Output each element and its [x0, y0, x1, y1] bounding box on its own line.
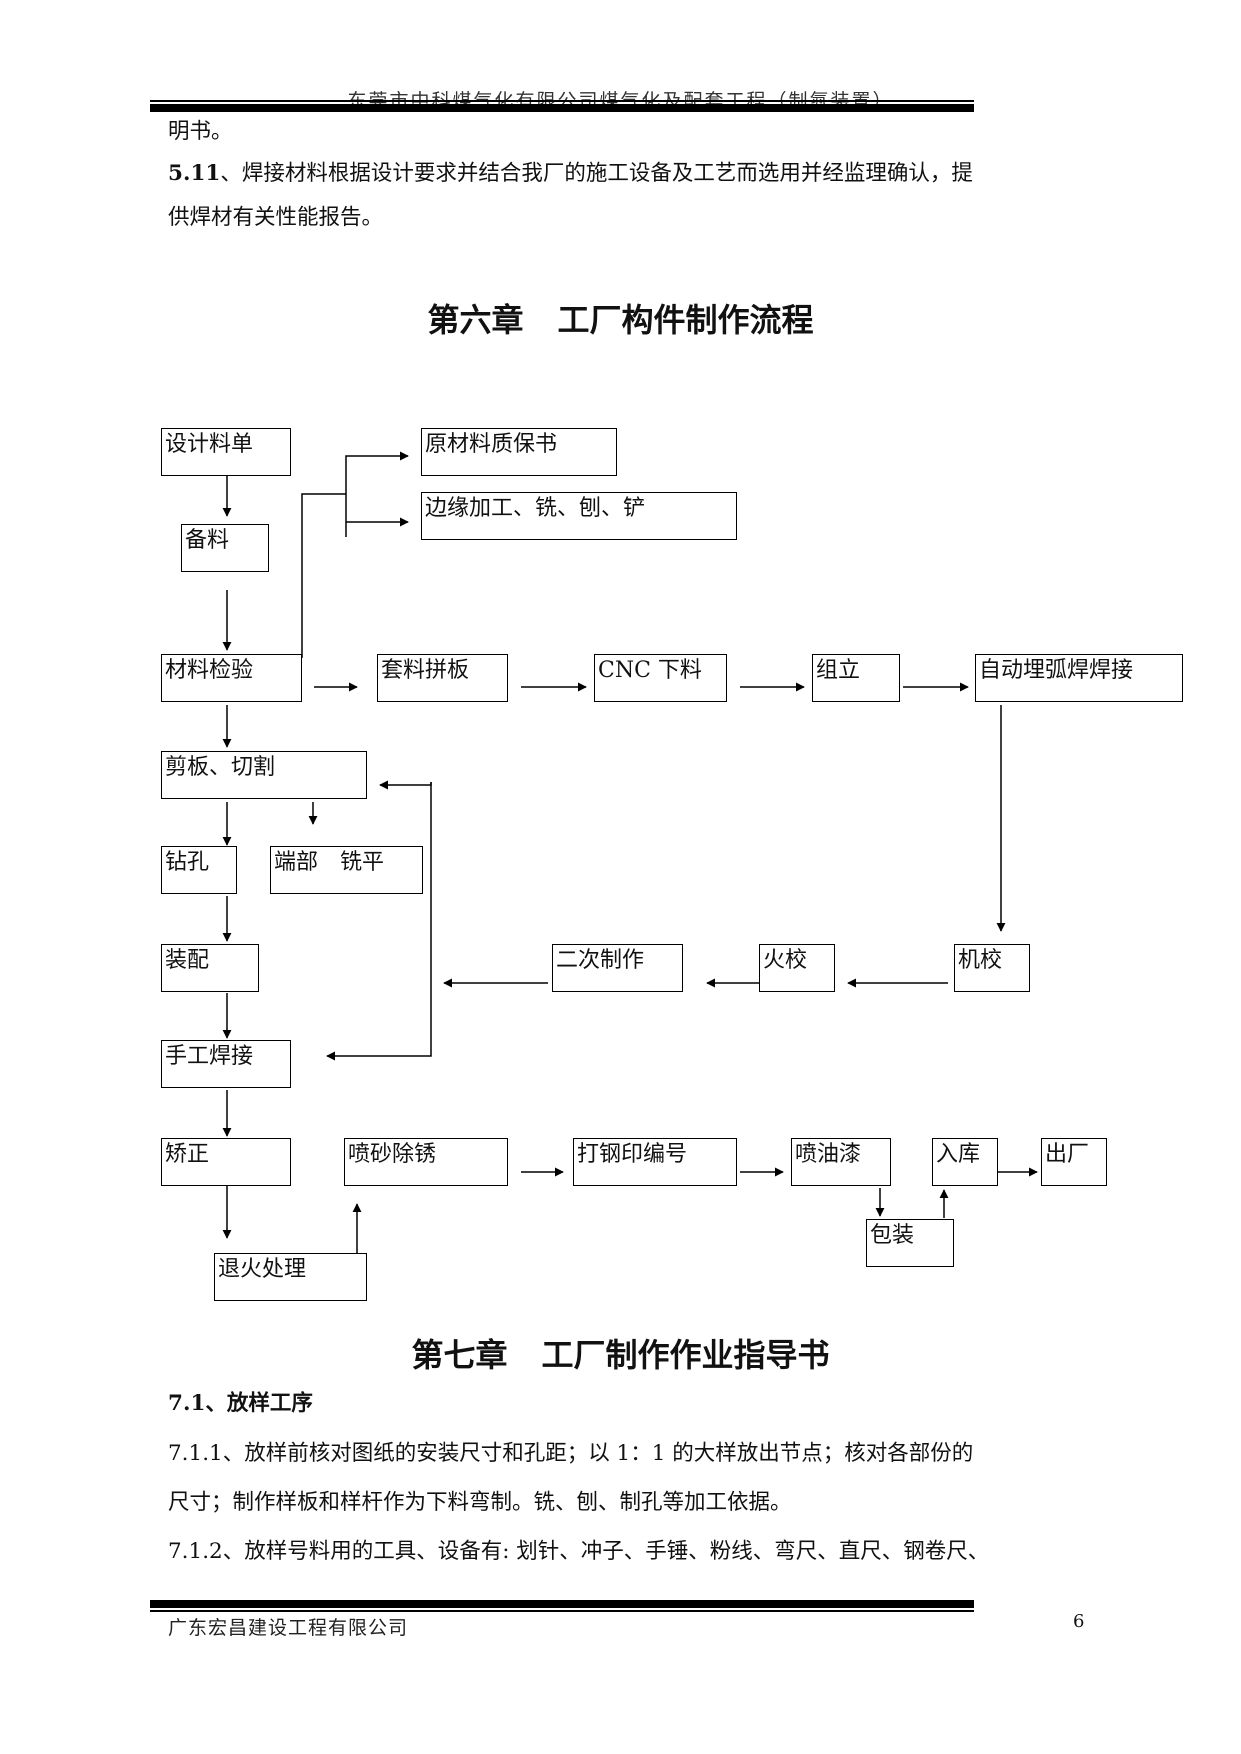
header-rule-thick: [150, 104, 974, 112]
footer-company: 广东宏昌建设工程有限公司: [168, 1617, 409, 1639]
footer-rule-thick: [150, 1600, 974, 1608]
paragraph-7-1-1: 7.1.1、放样前核对图纸的安装尺寸和孔距；以 1：1 的大样放出节点；核对各部…: [168, 1441, 974, 1466]
chapter-number: 第六章: [427, 301, 524, 339]
step-nesting: 套料拼板: [377, 654, 508, 702]
step-material-prep: 备料: [181, 524, 269, 572]
step-dispatch: 出厂: [1041, 1138, 1107, 1186]
paragraph-5-11-cont: 供焊材有关性能报告。: [168, 205, 384, 230]
step-assembly-up: 组立: [812, 654, 900, 702]
section-7-1-heading: 7.1、放样工序: [168, 1391, 313, 1416]
step-warehouse: 入库: [932, 1138, 998, 1186]
paragraph-text: 、焊接材料根据设计要求并结合我厂的施工设备及工艺而选用并经监理确认，提: [220, 161, 973, 186]
page-number: 6: [1073, 1611, 1085, 1632]
header-rule-thin: [150, 100, 974, 102]
paragraph-7-1-2: 7.1.2、放样号料用的工具、设备有: 划针、冲子、手锤、粉线、弯尺、直尺、钢卷…: [168, 1539, 990, 1564]
paragraph-number: 5.11: [168, 161, 221, 186]
step-end-milling: 端部 铣平: [270, 846, 423, 894]
step-stamp-numbering: 打钢印编号: [573, 1138, 737, 1186]
step-fitting: 装配: [161, 944, 259, 992]
step-correction: 矫正: [161, 1138, 291, 1186]
paragraph-7-1-1-cont: 尺寸；制作样板和样杆作为下料弯制。铣、刨、制孔等加工依据。: [168, 1490, 792, 1515]
step-design-list: 设计料单: [161, 428, 291, 476]
chapter-number: 第七章: [411, 1336, 508, 1374]
step-secondary-fabrication: 二次制作: [552, 944, 683, 992]
step-shear-cut: 剪板、切割: [161, 751, 367, 799]
paragraph-5-11: 5.11、焊接材料根据设计要求并结合我厂的施工设备及工艺而选用并经监理确认，提: [168, 162, 973, 186]
step-flame-straighten: 火校: [759, 944, 835, 992]
step-sandblasting: 喷砂除锈: [344, 1138, 508, 1186]
step-annealing: 退火处理: [214, 1253, 367, 1301]
step-manual-welding: 手工焊接: [161, 1040, 291, 1088]
step-machine-straighten: 机校: [954, 944, 1030, 992]
step-packaging: 包装: [866, 1219, 954, 1267]
step-painting: 喷油漆: [791, 1138, 891, 1186]
chapter-title: 工厂制作作业指导书: [541, 1336, 830, 1374]
chapter-6-heading: 第六章工厂构件制作流程: [0, 295, 1241, 341]
step-material-certificate: 原材料质保书: [421, 428, 617, 476]
chapter-7-heading: 第七章工厂制作作业指导书: [0, 1330, 1241, 1376]
step-material-inspection: 材料检验: [161, 654, 302, 702]
footer-rule-thin: [150, 1610, 974, 1612]
step-cnc-cutting: CNC 下料: [594, 654, 727, 702]
intro-line: 明书。: [168, 119, 233, 144]
step-saw-welding: 自动埋弧焊焊接: [975, 654, 1183, 702]
step-edge-machining: 边缘加工、铣、刨、铲: [421, 492, 737, 540]
chapter-title: 工厂构件制作流程: [557, 301, 814, 339]
step-drilling: 钻孔: [161, 846, 237, 894]
